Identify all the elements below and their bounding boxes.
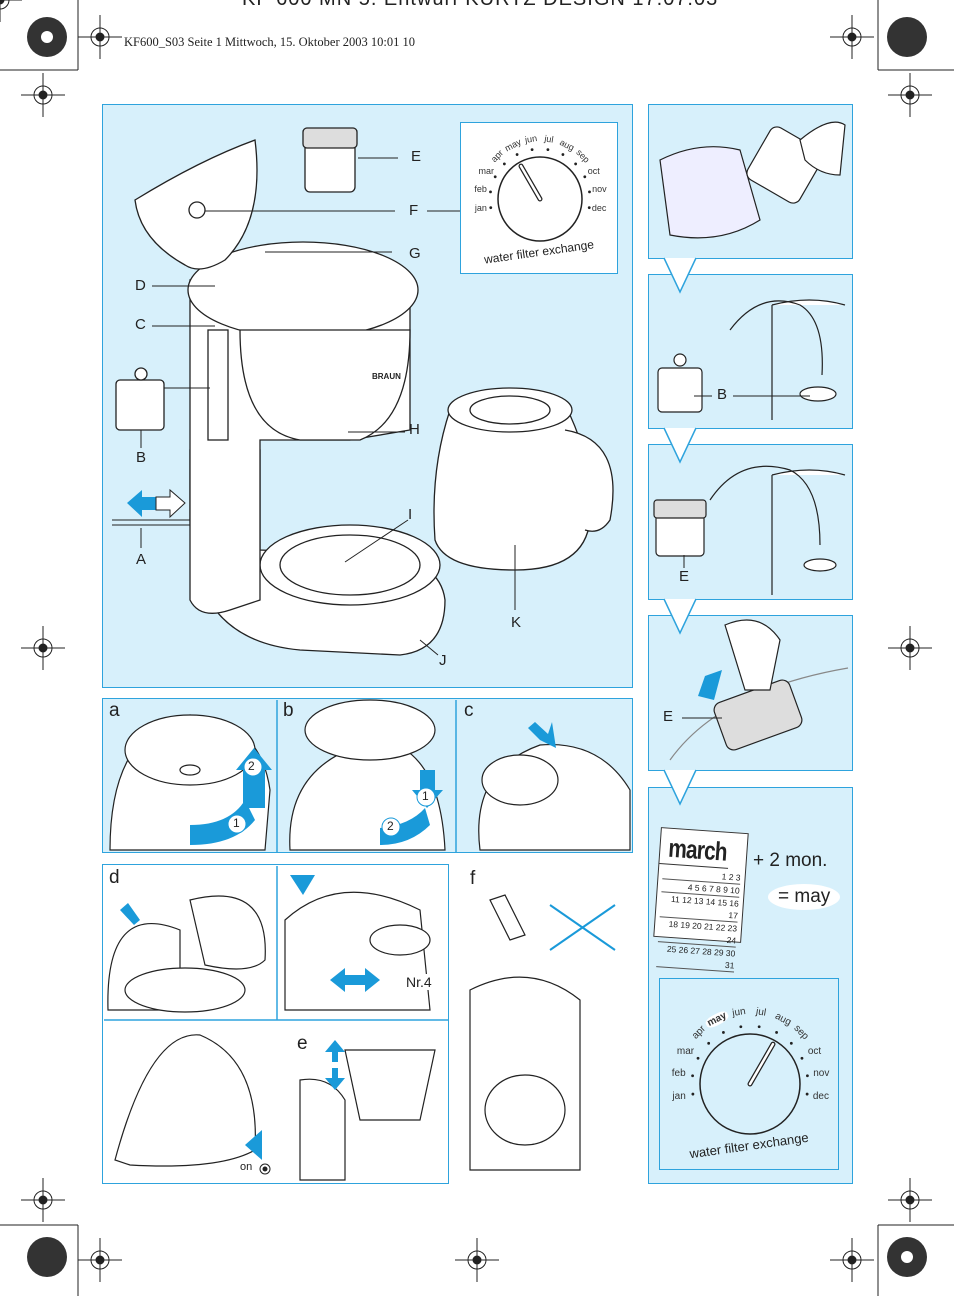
label-J: J <box>439 652 447 669</box>
label-C: C <box>135 316 146 333</box>
month-label-mar: mar <box>676 1046 695 1058</box>
month-tick <box>691 1092 695 1096</box>
month-tick <box>722 1031 725 1034</box>
label-G: G <box>409 245 421 262</box>
dial-knob <box>497 156 583 242</box>
month-tick <box>530 148 534 152</box>
month-tick <box>739 1025 743 1029</box>
on-label: on <box>240 1161 253 1173</box>
step-number-2b: 2 <box>387 819 394 833</box>
turn-arrow-icon <box>190 800 255 845</box>
print-meta: KF600_S03 Seite 1 Mittwoch, 15. Oktober … <box>124 35 415 49</box>
label-K: K <box>511 614 522 631</box>
down-arrow-icon <box>290 875 315 895</box>
label-E: E <box>411 148 422 165</box>
month-tick <box>574 162 578 166</box>
switch-arrow-icon <box>245 1130 262 1160</box>
step-f-label: f <box>470 868 476 889</box>
brand-logo: BRAUN <box>372 372 401 381</box>
up-arrow-icon <box>325 1040 345 1062</box>
filter-size-label: Nr.4 <box>404 974 434 990</box>
month-tick <box>757 1025 761 1029</box>
step-a-label: a <box>109 700 120 721</box>
step-number-1b: 1 <box>422 789 429 803</box>
plus-two-months-text: + 2 mon. <box>753 850 828 871</box>
down-arrow-icon <box>663 257 697 294</box>
label-B: B <box>136 449 147 466</box>
press-down-arrow-icon <box>698 670 722 700</box>
insert-arrow-icon <box>528 722 556 748</box>
step-number-2: 2 <box>248 759 255 773</box>
step-number-1: 1 <box>233 816 240 830</box>
down-arrow-icon <box>663 598 697 635</box>
month-tick <box>489 206 493 210</box>
month-label-feb: feb <box>671 1067 686 1079</box>
month-label-oct: oct <box>807 1046 822 1058</box>
month-label-dec: dec <box>591 203 607 214</box>
print-header-top: KF 600 MN 5. Entwurf KURTZ DESIGN 17.07.… <box>242 0 718 11</box>
label-E-right: E <box>679 568 690 585</box>
label-F: F <box>409 202 419 219</box>
dial-knob <box>699 1033 801 1135</box>
dial-pointer[interactable] <box>748 1042 775 1086</box>
month-tick <box>515 153 519 156</box>
month-tick <box>502 162 506 166</box>
open-arrow-icon <box>120 903 140 925</box>
slide-arrow-icon <box>127 490 156 517</box>
month-label-dec: dec <box>812 1090 829 1102</box>
month-label-jan: jan <box>672 1090 686 1102</box>
coffee-maker-illustration <box>112 127 614 656</box>
month-tick <box>800 1056 804 1060</box>
step-e-label: e <box>297 1033 308 1054</box>
step-c-label: c <box>464 700 474 721</box>
result-month-text: = may <box>768 884 841 910</box>
month-tick <box>493 175 497 179</box>
month-label-mar: mar <box>478 166 494 177</box>
dial-pointer[interactable] <box>519 164 542 201</box>
month-tick <box>789 1041 793 1045</box>
label-D: D <box>135 277 146 294</box>
month-tick <box>775 1031 778 1034</box>
month-tick <box>805 1092 809 1096</box>
label-A: A <box>136 551 147 568</box>
month-tick <box>691 1074 694 1078</box>
month-tick <box>489 190 492 194</box>
month-label-oct: oct <box>587 166 600 177</box>
month-tick <box>588 190 591 194</box>
month-label-nov: nov <box>813 1067 830 1079</box>
month-tick <box>707 1041 711 1045</box>
label-H: H <box>409 421 420 438</box>
down-arrow-icon <box>663 427 697 464</box>
left-right-arrow-icon <box>330 968 380 992</box>
month-tick <box>806 1074 809 1078</box>
month-label-jan: jan <box>474 203 487 214</box>
label-B-right: B <box>717 386 728 403</box>
label-E-press: E <box>663 708 674 725</box>
step-d-panel <box>102 864 449 1184</box>
month-label-feb: feb <box>474 184 487 195</box>
month-tick <box>546 148 550 152</box>
month-tick <box>561 153 565 156</box>
label-I: I <box>408 506 413 523</box>
step-b-label: b <box>283 700 294 721</box>
down-arrow-icon <box>663 769 697 806</box>
month-label-nov: nov <box>592 184 607 195</box>
month-tick <box>587 206 591 210</box>
month-tick <box>696 1056 700 1060</box>
month-tick <box>583 175 587 179</box>
step-d-label: d <box>109 867 120 888</box>
down-arrow-icon <box>325 1068 345 1090</box>
